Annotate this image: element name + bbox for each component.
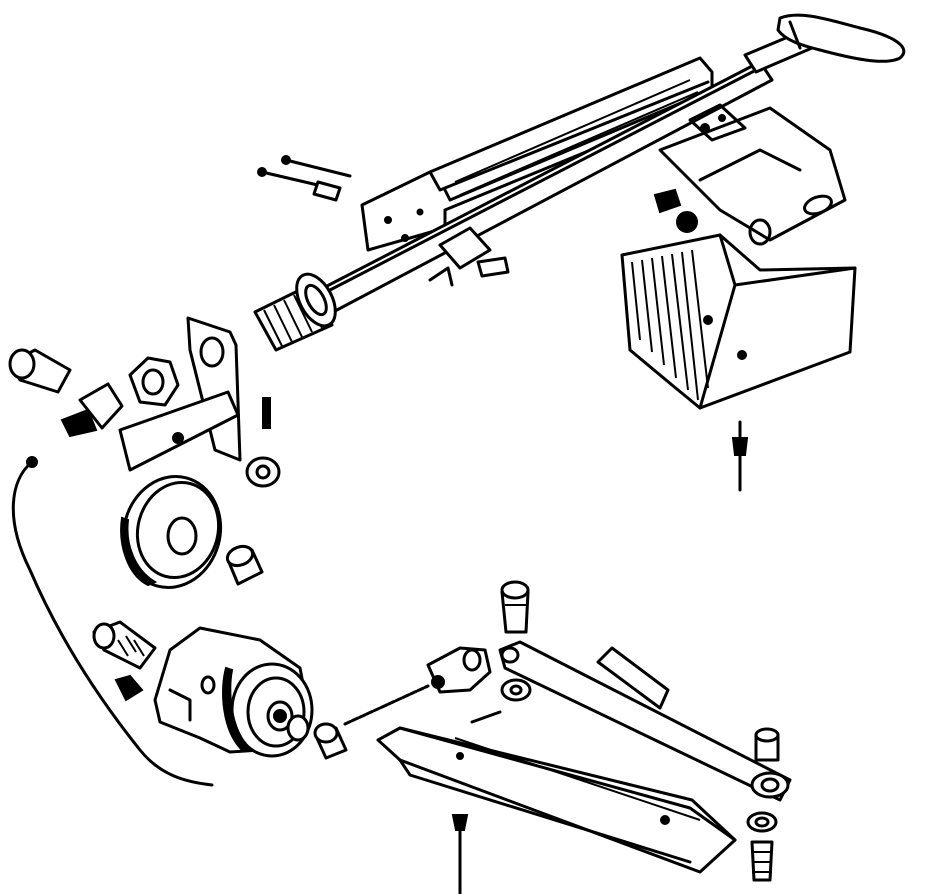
bolt-lower-left	[92, 620, 157, 702]
mounting-box	[620, 233, 857, 492]
bolt-base	[451, 814, 469, 894]
linkage-rod	[343, 684, 430, 726]
hex-nut	[128, 356, 180, 407]
bushing	[225, 544, 264, 586]
pulley-disc	[120, 474, 223, 590]
knob-fitting	[60, 382, 124, 438]
bracket-plate	[118, 316, 242, 472]
small-pin-vertical	[262, 397, 271, 429]
washer-small	[245, 456, 281, 488]
base-plate	[376, 726, 737, 874]
shaft-column-assembly	[253, 13, 906, 352]
pivot-stack	[746, 727, 790, 882]
screw-pair	[257, 155, 352, 202]
threaded-end	[253, 272, 337, 352]
spacer-pair	[286, 714, 348, 760]
rod-end-fitting	[426, 646, 492, 694]
column-support-bracket	[653, 103, 847, 246]
lever-arm	[498, 640, 792, 802]
cable	[11, 456, 214, 787]
pulley-housing	[153, 626, 314, 758]
small-rod-lower	[470, 710, 502, 724]
washer-lower	[500, 678, 532, 702]
pin	[8, 348, 72, 394]
bolt-top-lower	[500, 580, 530, 634]
